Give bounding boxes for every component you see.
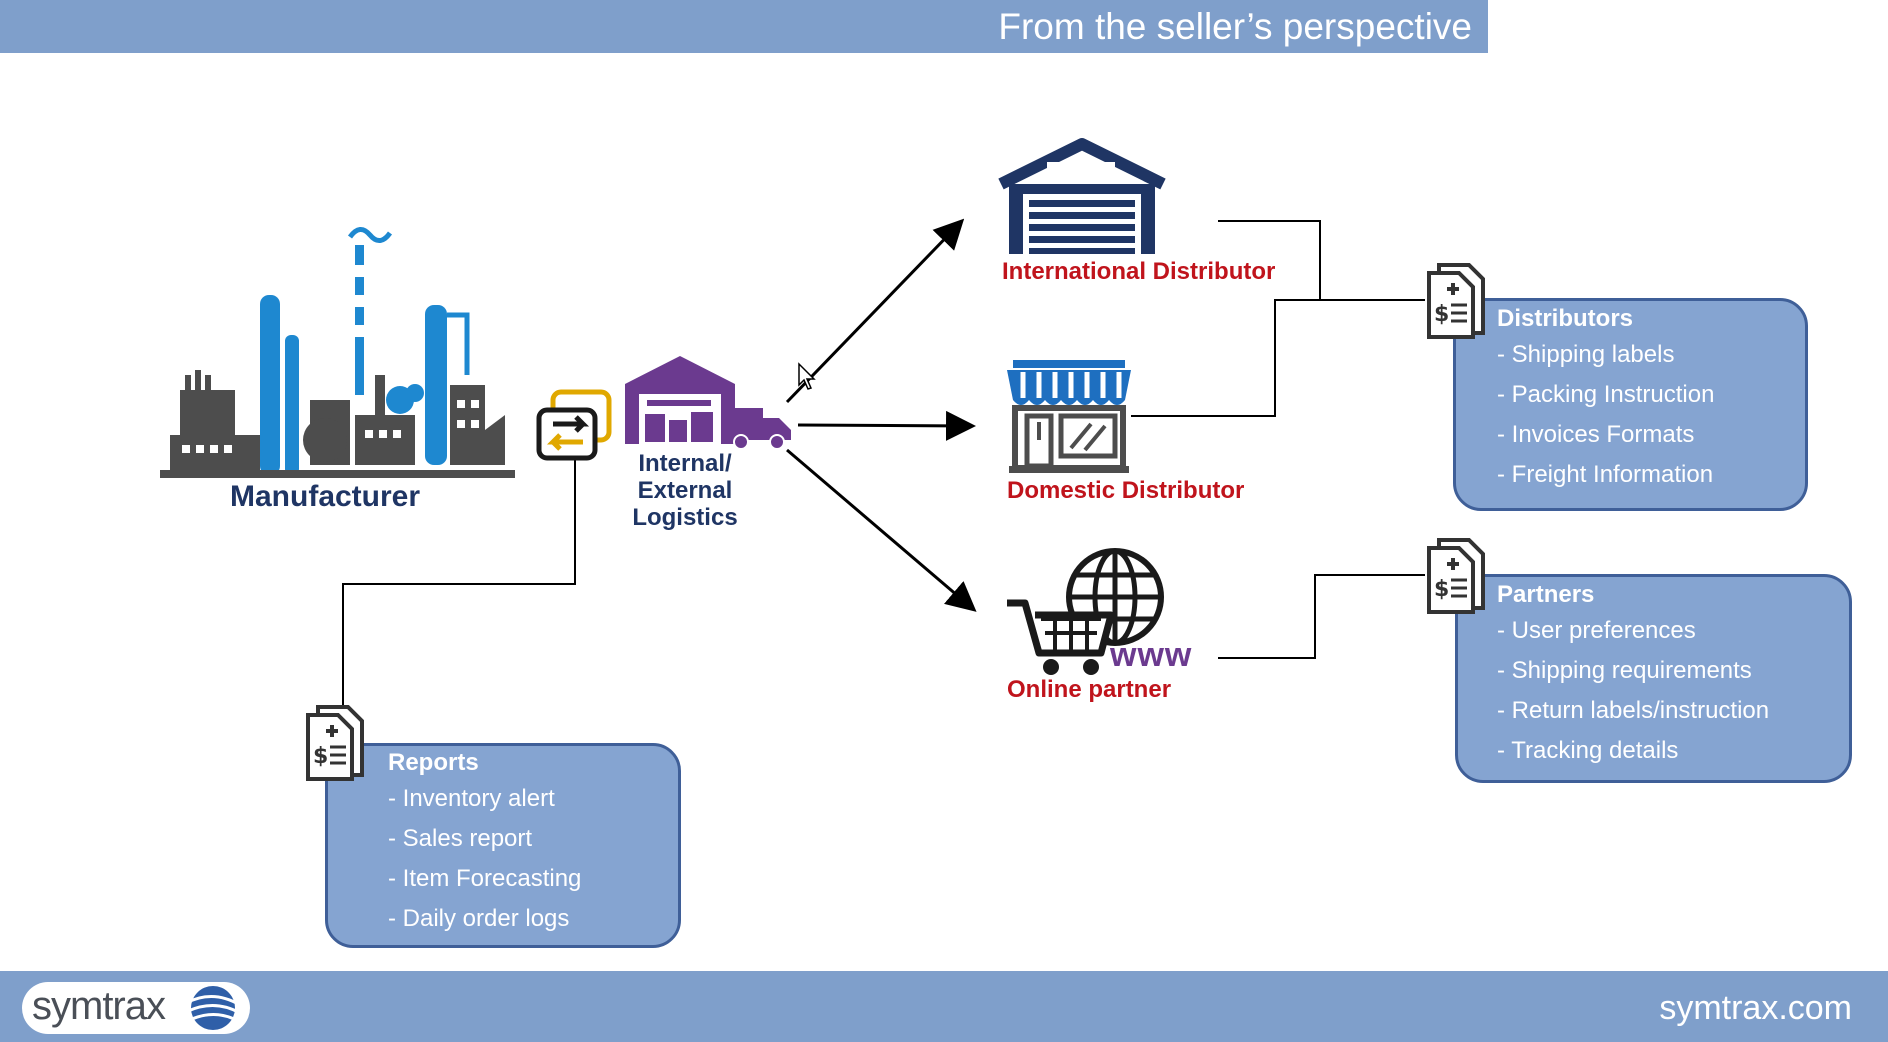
www-label: www [1110, 636, 1193, 674]
online-partner-label: Online partner [1007, 676, 1172, 703]
distributors-item: - Invoices Formats [1497, 421, 1695, 448]
reports-item: - Sales report [388, 825, 533, 852]
partners-item: - Return labels/instruction [1497, 697, 1770, 724]
mouse-cursor-icon [798, 362, 816, 390]
logistics-label-line-1: Internal/ [638, 450, 732, 477]
reports-title: Reports [388, 749, 479, 776]
logistics-label-line-2: External [637, 477, 733, 504]
page-title: From the seller’s perspective [998, 6, 1472, 47]
distributors-item: - Freight Information [1497, 461, 1714, 488]
invoice-document-icon: $ [1427, 263, 1485, 339]
international-distributor-label: International Distributor [1002, 258, 1276, 285]
reports-item: - Item Forecasting [388, 865, 582, 892]
arrow-to-online [786, 448, 977, 612]
partners-item: - Shipping requirements [1497, 657, 1752, 684]
line-online-partners [1218, 574, 1425, 659]
invoice-document-icon: $ [306, 705, 364, 781]
domestic-distributor-label: Domestic Distributor [1007, 477, 1245, 504]
svg-text:$: $ [1434, 302, 1449, 327]
line-exchange-reports [342, 458, 576, 705]
reports-item: - Inventory alert [388, 785, 555, 812]
reports-box: Reports - Inventory alert - Sales report… [325, 743, 681, 948]
warehouse-truck-icon [625, 356, 791, 450]
logistics-label-line-3: Logistics [632, 504, 738, 531]
arrow-to-international [785, 218, 965, 404]
exchange-icon [536, 389, 612, 461]
partners-box: Partners - User preferences - Shipping r… [1455, 574, 1852, 783]
title-banner: From the seller’s perspective [0, 0, 1488, 53]
manufacturer-label: Manufacturer [230, 480, 421, 513]
svg-text:$: $ [1434, 577, 1449, 602]
footer-banner: symtrax.com [0, 971, 1888, 1042]
svg-text:$: $ [313, 744, 328, 769]
globe-swoosh-icon [185, 986, 241, 1030]
logo-text: symtrax [32, 984, 166, 1028]
logistics-label: Internal/ External Logistics [620, 450, 750, 531]
invoice-document-icon: $ [1427, 538, 1485, 614]
distributors-title: Distributors [1497, 305, 1634, 332]
footer-url: symtrax.com [1659, 989, 1852, 1027]
storefront-icon [1007, 360, 1131, 473]
distributors-box: Distributors - Shipping labels - Packing… [1453, 298, 1808, 511]
warehouse-garage-icon [998, 138, 1166, 254]
symtrax-logo: symtrax [22, 982, 250, 1034]
reports-item: - Daily order logs [388, 905, 570, 932]
partners-item: - Tracking details [1497, 737, 1679, 764]
factory-icon [160, 227, 515, 478]
arrow-to-domestic [797, 410, 976, 441]
partners-title: Partners [1497, 581, 1595, 608]
line-domestic-distributors [1131, 299, 1320, 417]
shopping-cart-globe-icon [1007, 548, 1164, 675]
distributors-item: - Packing Instruction [1497, 381, 1715, 408]
distributors-item: - Shipping labels [1497, 341, 1675, 368]
line-international-distributors [1218, 220, 1425, 301]
partners-item: - User preferences [1497, 617, 1696, 644]
